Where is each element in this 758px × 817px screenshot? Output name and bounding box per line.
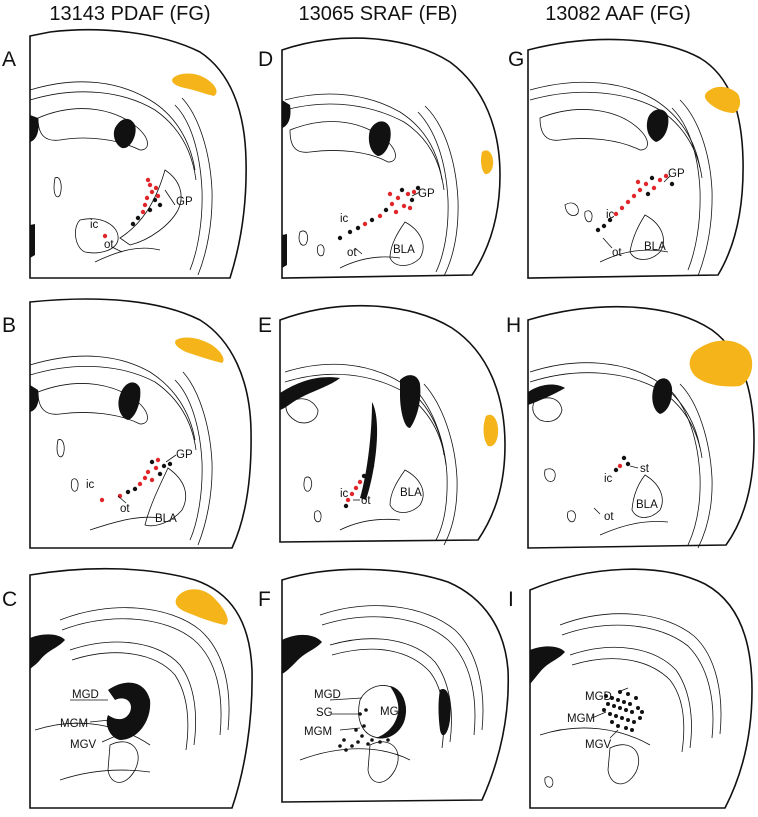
panel-a: GP ic ot A (2, 28, 247, 279)
region-label: ot (347, 247, 357, 259)
panel-d: GP ic ot BLA D (258, 37, 501, 279)
region-label: GP (176, 449, 193, 461)
labeled-cells (602, 690, 644, 732)
region-label: ot (612, 247, 622, 259)
labeled-cells (343, 463, 375, 509)
panel-letter: D (258, 48, 273, 71)
region-label: MGD (72, 689, 99, 701)
column-title: 13143 PDAF (FG) (49, 3, 210, 25)
region-label: MGV (70, 739, 97, 751)
region-label: BLA (155, 513, 177, 525)
tracer-injection-site (175, 589, 228, 625)
region-label: GP (668, 168, 685, 180)
labeled-cells (595, 173, 675, 233)
region-label: BLA (644, 241, 666, 253)
region-label: ic (86, 479, 95, 491)
panel-letter: H (506, 314, 521, 337)
region-label: GP (418, 188, 435, 200)
tracer-injection-site (172, 73, 217, 96)
region-label: MGV (585, 739, 612, 751)
tracer-injection-site (704, 86, 741, 113)
tracer-injection-site (689, 340, 753, 387)
panel-letter: I (508, 588, 514, 611)
region-label: ot (361, 495, 371, 507)
region-label: ot (604, 511, 614, 523)
tracer-injection-site (481, 150, 494, 175)
panel-b: GP ic ot BLA B (2, 298, 252, 549)
region-label: ot (120, 503, 130, 515)
region-label: MGM (567, 713, 595, 725)
panel-letter: G (508, 48, 524, 71)
panel-i: MGD MGM MGV I (508, 568, 753, 809)
region-label: MGV (380, 706, 407, 718)
region-label: MGM (60, 718, 88, 730)
labeled-cells (102, 177, 163, 239)
region-label: SG (316, 707, 333, 719)
tracer-injection-site (175, 337, 224, 363)
panel-letter: C (2, 588, 17, 611)
column-title: 13082 AAF (FG) (545, 3, 691, 25)
region-label: MGM (304, 726, 332, 738)
labeled-cells (613, 455, 631, 473)
region-label: ic (604, 473, 613, 485)
region-label: MGD (585, 691, 612, 703)
column-title: 13065 SRAF (FB) (299, 3, 458, 25)
region-label: ic (90, 219, 99, 231)
region-label: BLA (393, 244, 415, 256)
region-label: GP (176, 196, 193, 208)
panel-letter: F (258, 588, 271, 611)
labeled-cells (337, 185, 421, 241)
region-label: st (640, 463, 650, 475)
panel-f: MGD SG MGM MGV F (258, 568, 510, 803)
labeled-cells (338, 708, 390, 752)
region-label: ic (340, 488, 349, 500)
region-label: BLA (636, 499, 658, 511)
region-label: ic (340, 213, 349, 225)
panel-e: ic ot BLA E (258, 304, 506, 546)
labeled-cells (99, 457, 173, 503)
panel-h: ic st ot BLA H (506, 305, 755, 549)
panel-letter: A (2, 48, 16, 71)
panel-g: GP ic ot BLA G (508, 38, 744, 279)
region-label: ot (104, 239, 114, 251)
panel-letter: B (2, 314, 16, 337)
region-label: BLA (400, 487, 422, 499)
panel-letter: E (258, 314, 272, 337)
panel-c: MGD MGM MGV C (2, 567, 253, 809)
tracer-injection-site (483, 414, 499, 447)
region-label: ic (606, 209, 615, 221)
region-label: MGD (314, 689, 341, 701)
